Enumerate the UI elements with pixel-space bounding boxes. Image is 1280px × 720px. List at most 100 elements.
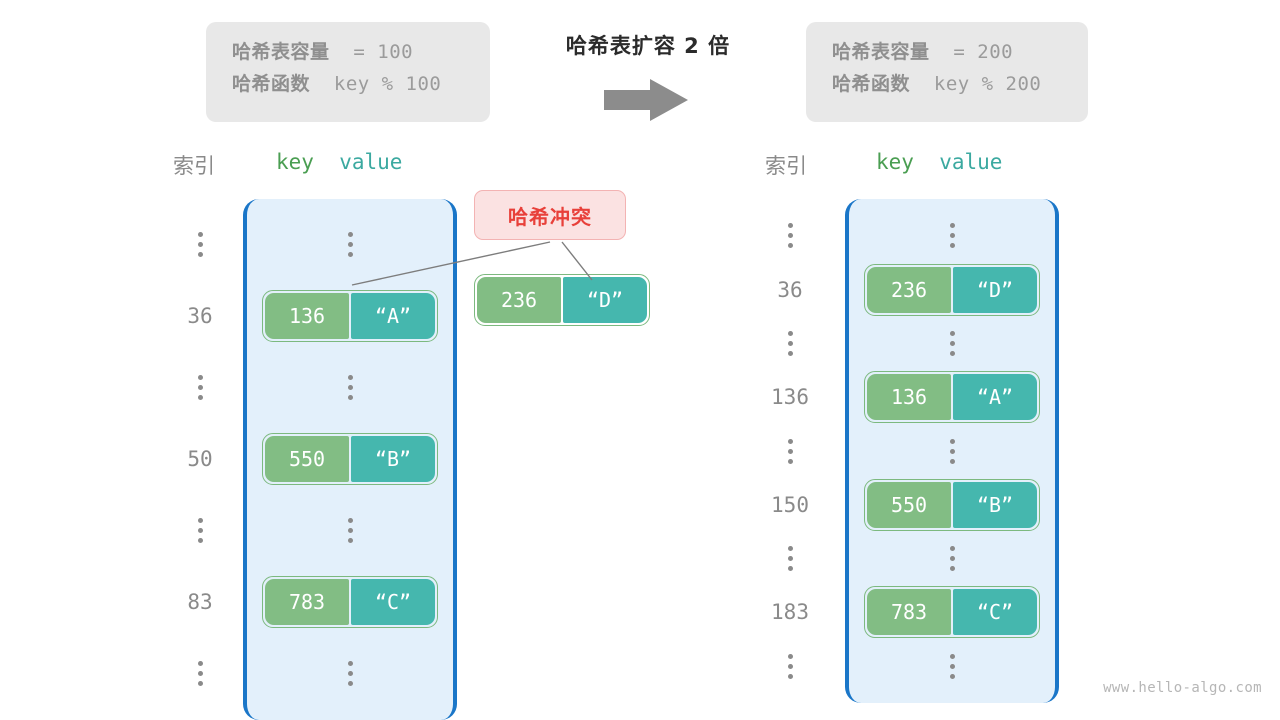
table-row xyxy=(849,209,1055,263)
ellipsis-icon xyxy=(949,438,955,464)
index-ellipsis xyxy=(168,638,232,710)
index-label: 150 xyxy=(771,492,809,517)
entry-value: “A” xyxy=(351,293,435,340)
ellipsis-icon xyxy=(197,518,203,544)
function-line-after: 哈希函数 key % 200 xyxy=(832,68,1062,100)
entry-value: “A” xyxy=(953,374,1037,421)
ellipsis-icon xyxy=(949,653,955,679)
table-row: 783“C” xyxy=(247,567,453,639)
index-column-right: 36 136 150 183 xyxy=(758,209,822,693)
entry-pair: 236“D” xyxy=(864,263,1040,316)
table-row xyxy=(247,209,453,281)
index-ellipsis xyxy=(168,209,232,281)
ellipsis-icon xyxy=(197,375,203,401)
capacity-label-before: 哈希表容量 xyxy=(232,41,330,63)
value-header-left: value xyxy=(339,150,403,174)
ellipsis-icon xyxy=(347,232,353,258)
index-label: 36 xyxy=(777,277,803,302)
entry-value: “D” xyxy=(953,266,1037,313)
entry-key: 550 xyxy=(265,436,349,483)
ellipsis-icon xyxy=(787,223,793,249)
table-row xyxy=(849,317,1055,371)
index-label: 183 xyxy=(771,600,809,625)
collision-badge: 哈希冲突 xyxy=(474,190,626,240)
colliding-entry: 236 “D” xyxy=(474,274,650,326)
table-row xyxy=(849,532,1055,586)
entry-key: 783 xyxy=(867,589,951,636)
index-header-right: 索引 xyxy=(765,154,807,178)
index-column-left: 36 50 83 xyxy=(168,209,232,710)
function-value-after: key % 200 xyxy=(933,73,1042,95)
kv-header-right: key value xyxy=(876,150,1002,174)
ellipsis-icon xyxy=(197,661,203,687)
index-ellipsis xyxy=(758,209,822,263)
function-label-after: 哈希函数 xyxy=(832,73,911,95)
key-header-left: key xyxy=(276,150,314,174)
capacity-value-before: = 100 xyxy=(353,41,414,63)
index-label: 50 xyxy=(187,447,213,472)
entry-pair: 136“A” xyxy=(864,371,1040,424)
hash-config-box-before: 哈希表容量 = 100 哈希函数 key % 100 xyxy=(206,22,490,122)
entry-value: “B” xyxy=(351,436,435,483)
ellipsis-icon xyxy=(347,518,353,544)
index-ellipsis xyxy=(758,639,822,693)
ellipsis-icon xyxy=(949,546,955,572)
value-header-right: value xyxy=(939,150,1003,174)
function-label-before: 哈希函数 xyxy=(232,73,311,95)
entry-key: 136 xyxy=(867,374,951,421)
hash-table-after: 236“D” 136“A” 550“B” 783“C” xyxy=(845,199,1059,704)
index-header-left: 索引 xyxy=(173,154,215,178)
table-row: 783“C” xyxy=(849,586,1055,640)
capacity-value-after: = 200 xyxy=(953,41,1014,63)
entry-pair: 783“C” xyxy=(262,576,438,629)
entry-pair: 236 “D” xyxy=(474,274,650,326)
index-label: 36 xyxy=(187,304,213,329)
ellipsis-icon xyxy=(787,438,793,464)
entry-value: “C” xyxy=(953,589,1037,636)
capacity-line-after: 哈希表容量 = 200 xyxy=(832,36,1062,68)
watermark: www.hello-algo.com xyxy=(1103,680,1262,696)
entry-value: “D” xyxy=(563,277,647,323)
entry-key: 236 xyxy=(477,277,561,323)
entry-pair: 550“B” xyxy=(864,478,1040,531)
hash-table-before: 136“A” 550“B” 783“C” xyxy=(243,199,457,720)
entry-key: 783 xyxy=(265,579,349,626)
index-ellipsis xyxy=(758,317,822,371)
function-value-before: key % 100 xyxy=(333,73,442,95)
index-label: 136 xyxy=(771,385,809,410)
hash-config-box-after: 哈希表容量 = 200 哈希函数 key % 200 xyxy=(806,22,1088,122)
index-ellipsis xyxy=(758,532,822,586)
entry-key: 550 xyxy=(867,481,951,528)
index-ellipsis xyxy=(168,495,232,567)
key-header-right: key xyxy=(876,150,914,174)
table-row: 136“A” xyxy=(849,370,1055,424)
ellipsis-icon xyxy=(787,330,793,356)
capacity-label-after: 哈希表容量 xyxy=(832,41,930,63)
entry-key: 136 xyxy=(265,293,349,340)
index-ellipsis xyxy=(758,424,822,478)
diagram-title: 哈希表扩容 2 倍 xyxy=(565,34,731,58)
table-row xyxy=(247,495,453,567)
ellipsis-icon xyxy=(347,375,353,401)
table-row: 136“A” xyxy=(247,281,453,353)
function-line-before: 哈希函数 key % 100 xyxy=(232,68,464,100)
entry-key: 236 xyxy=(867,266,951,313)
index-label: 83 xyxy=(187,590,213,615)
index-ellipsis xyxy=(168,352,232,424)
ellipsis-icon xyxy=(197,232,203,258)
ellipsis-icon xyxy=(949,330,955,356)
capacity-line-before: 哈希表容量 = 100 xyxy=(232,36,464,68)
table-row xyxy=(247,638,453,710)
table-row: 236“D” xyxy=(849,263,1055,317)
table-row: 550“B” xyxy=(849,478,1055,532)
ellipsis-icon xyxy=(347,661,353,687)
entry-value: “B” xyxy=(953,481,1037,528)
entry-pair: 783“C” xyxy=(864,586,1040,639)
right-arrow-icon xyxy=(604,79,688,121)
table-row: 550“B” xyxy=(247,424,453,496)
entry-pair: 136“A” xyxy=(262,290,438,343)
table-row xyxy=(849,639,1055,693)
ellipsis-icon xyxy=(787,653,793,679)
ellipsis-icon xyxy=(787,546,793,572)
